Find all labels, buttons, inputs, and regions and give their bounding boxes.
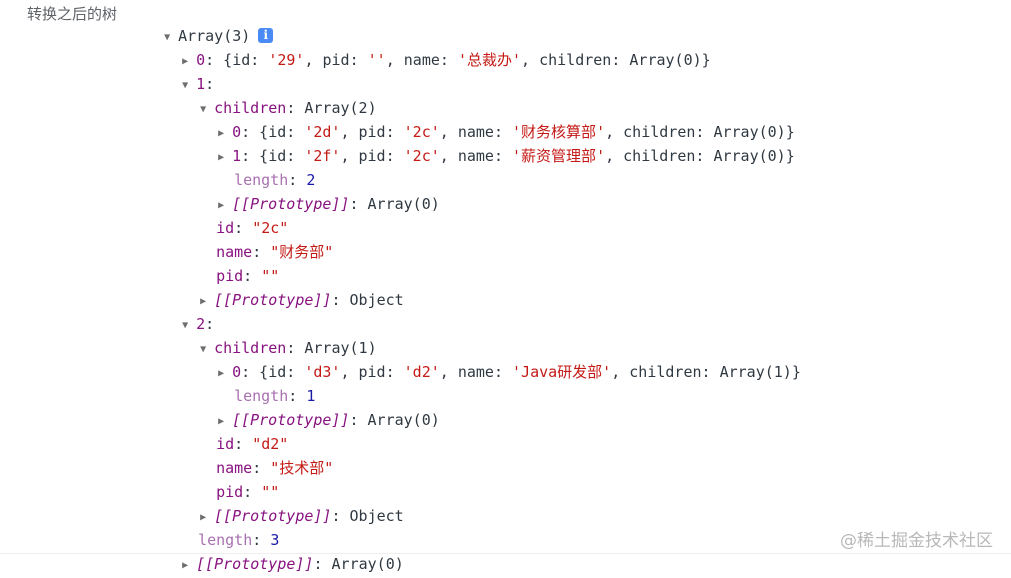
root-array-toggle[interactable]: ▼Array(3)i (146, 0, 274, 45)
triangle-right-icon: ▶ (182, 56, 189, 67)
root-prototype[interactable]: ▶[[Prototype]]: Array(0) (164, 528, 404, 573)
triangle-down-icon: ▼ (200, 104, 207, 115)
tree-item-2-name: name: "技术部" (216, 459, 334, 477)
tree-item-1-children[interactable]: ▼children: Array(2) (182, 72, 377, 117)
info-icon[interactable]: i (258, 28, 274, 43)
triangle-down-icon: ▼ (164, 32, 171, 43)
tree-item-0[interactable]: ▶0: {id: '29', pid: '', name: '总裁办', chi… (164, 24, 711, 69)
triangle-right-icon: ▶ (218, 128, 225, 139)
tree-item-1-name: name: "财务部" (216, 243, 334, 261)
triangle-right-icon: ▶ (218, 368, 225, 379)
triangle-down-icon: ▼ (182, 80, 189, 91)
triangle-right-icon: ▶ (200, 296, 207, 307)
tree-item-2-child-0[interactable]: ▶0: {id: 'd3', pid: 'd2', name: 'Java研发部… (200, 336, 801, 381)
triangle-down-icon: ▼ (200, 344, 207, 355)
tree-item-1-child-1[interactable]: ▶1: {id: '2f', pid: '2c', name: '薪资管理部',… (200, 120, 795, 165)
triangle-right-icon: ▶ (218, 416, 225, 427)
tree-item-2-prototype[interactable]: ▶[[Prototype]]: Object (182, 480, 404, 525)
triangle-right-icon: ▶ (200, 512, 207, 523)
tree-item-1-id: id: "2c" (216, 219, 289, 237)
tree-item-2-id: id: "d2" (216, 435, 289, 453)
triangle-right-icon: ▶ (218, 200, 225, 211)
tree-item-2-children-length: length: 1 (234, 387, 316, 405)
triangle-right-icon: ▶ (182, 560, 189, 571)
tree-item-2-children[interactable]: ▼children: Array(1) (182, 312, 377, 357)
tree-item-2-pid: pid: "" (216, 483, 280, 501)
divider (0, 553, 1011, 554)
console-log-label: 转换之后的树 (27, 5, 118, 23)
tree-item-1-children-prototype[interactable]: ▶[[Prototype]]: Array(0) (200, 168, 440, 213)
tree-item-1[interactable]: ▼1: (164, 48, 214, 93)
tree-item-1-child-0[interactable]: ▶0: {id: '2d', pid: '2c', name: '财务核算部',… (200, 96, 795, 141)
tree-item-1-children-length: length: 2 (234, 171, 316, 189)
triangle-right-icon: ▶ (218, 152, 225, 163)
tree-item-1-pid: pid: "" (216, 267, 280, 285)
tree-item-2[interactable]: ▼2: (164, 288, 214, 333)
triangle-down-icon: ▼ (182, 320, 189, 331)
tree-item-1-prototype[interactable]: ▶[[Prototype]]: Object (182, 264, 404, 309)
watermark: @稀土掘金技术社区 (840, 531, 993, 551)
root-length: length: 3 (198, 531, 280, 549)
tree-item-2-children-prototype[interactable]: ▶[[Prototype]]: Array(0) (200, 384, 440, 429)
